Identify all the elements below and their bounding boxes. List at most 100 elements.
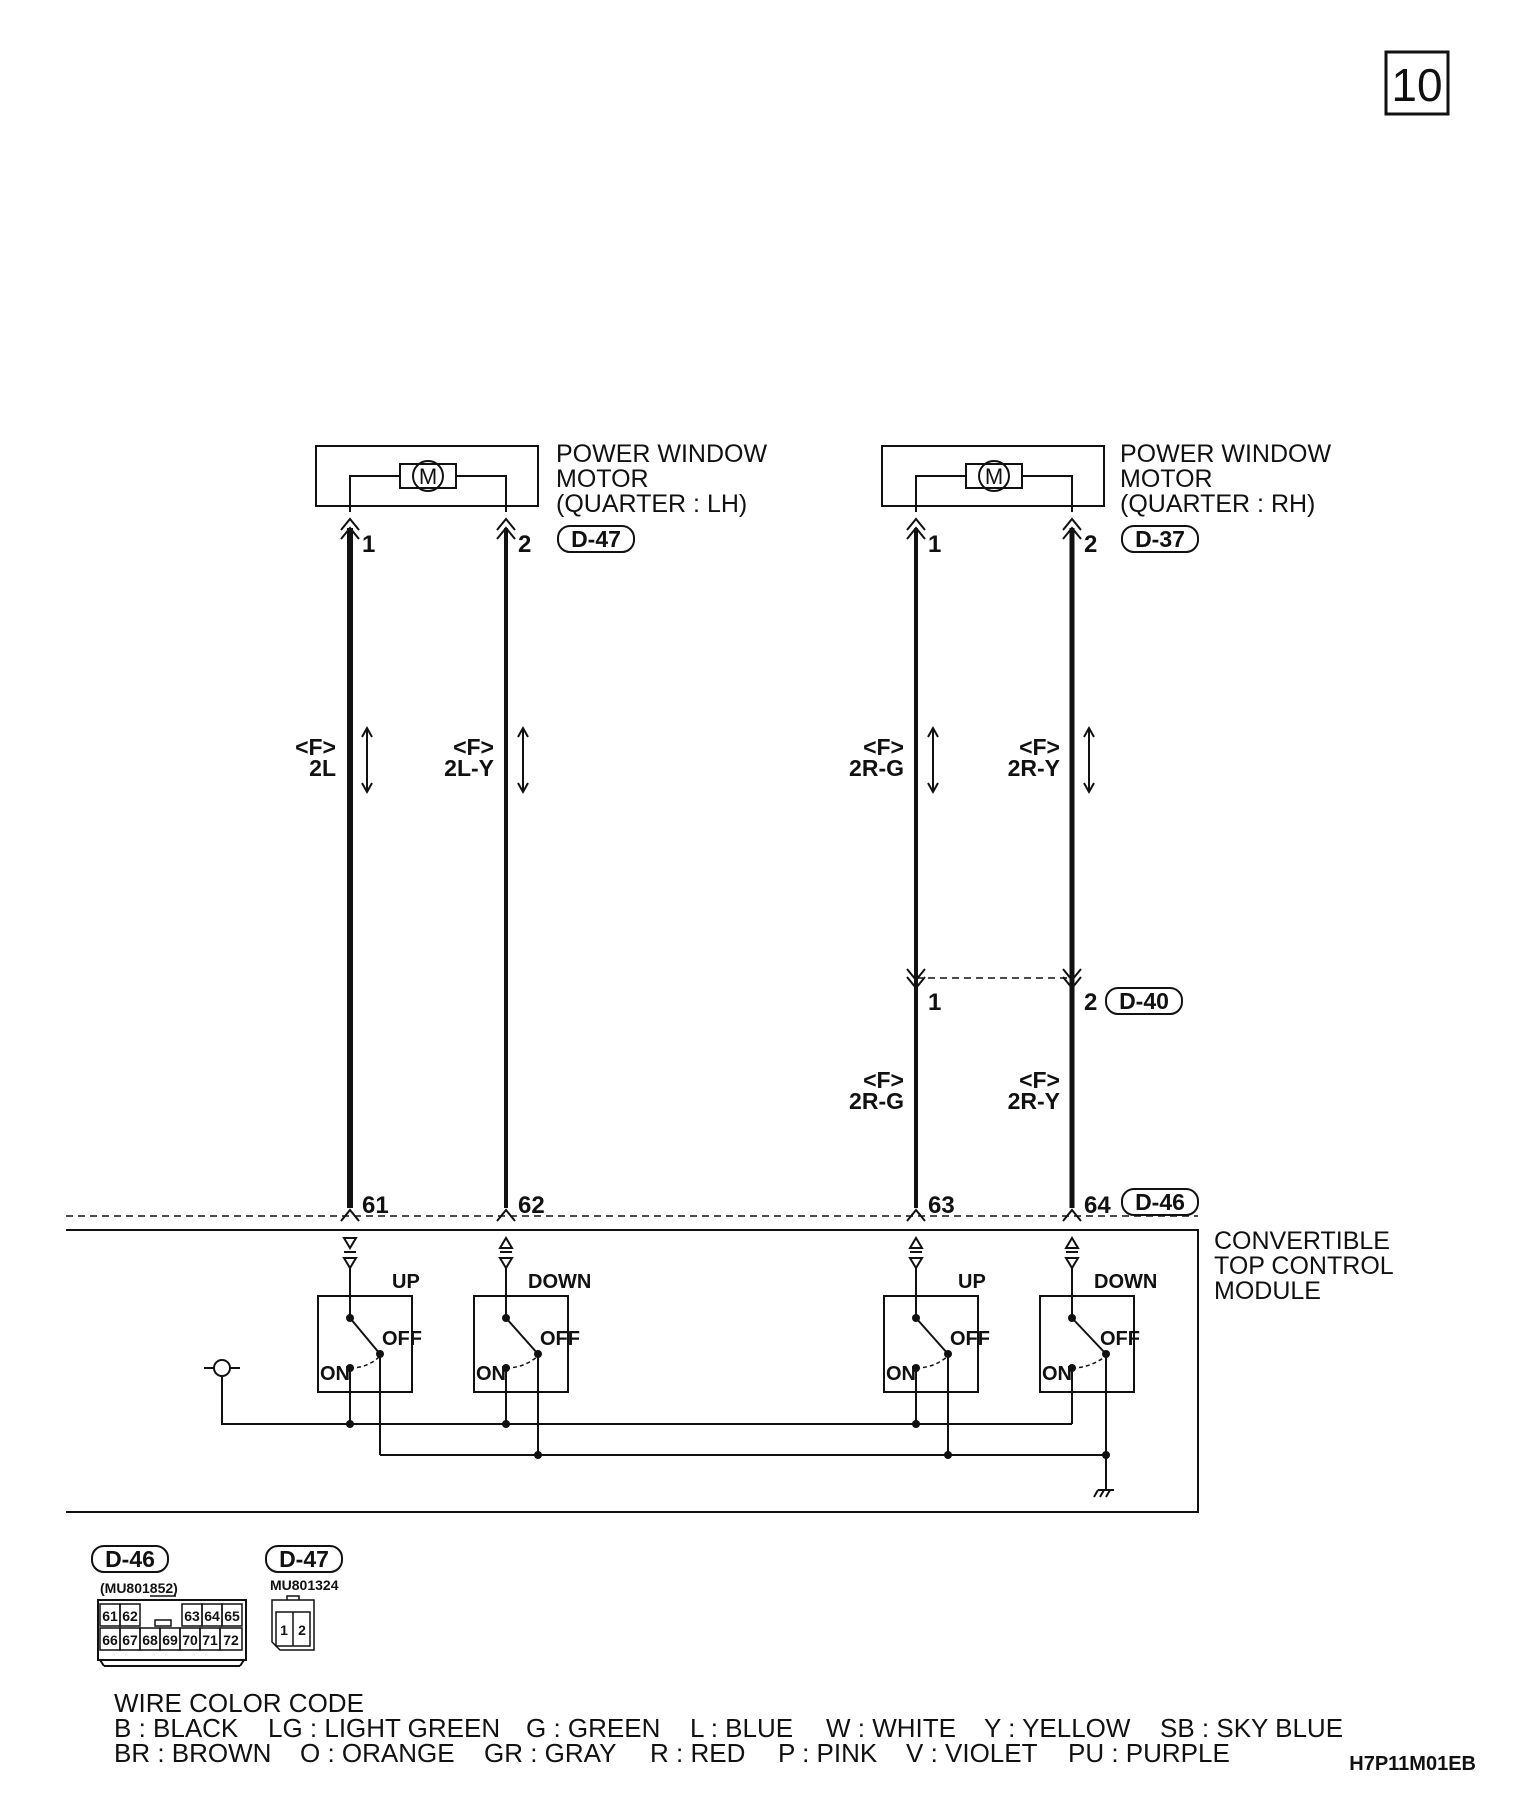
wire-lh-2-harness-arrow xyxy=(517,725,529,795)
motor-rh-connector: D-37 xyxy=(1135,526,1185,552)
switch-rh-down-on: ON xyxy=(1042,1363,1072,1385)
wire-lh-2-color: 2L-Y xyxy=(444,755,494,781)
motor-rh-box xyxy=(881,445,1105,507)
connector-view-d46-id: D-46 xyxy=(105,1546,155,1572)
wire-rh-2-mid-pin: 2 xyxy=(1084,989,1097,1016)
motor-rh: M POWER WINDOW MOTOR (QUARTER : RH) D-37 xyxy=(881,440,1331,553)
diagram-id: H7P11M01EB xyxy=(1349,1753,1476,1775)
legend-b: B : BLACK xyxy=(114,1713,239,1743)
motor-rh-name-1: POWER WINDOW xyxy=(1120,440,1331,468)
wire-rh-1-harness-lower: <F> xyxy=(863,1067,904,1093)
legend-pu: PU : PURPLE xyxy=(1068,1738,1230,1768)
motor-lh-symbol: M xyxy=(419,464,437,489)
switch-rh-up-off: OFF xyxy=(950,1328,990,1350)
module-name-3: MODULE xyxy=(1214,1277,1321,1305)
legend-title: WIRE COLOR CODE xyxy=(114,1688,364,1718)
legend-l: L : BLUE xyxy=(690,1713,793,1743)
connector-view-d46: D-46 (MU801852) 61 62 63 64 65 66 67 68 … xyxy=(91,1545,247,1667)
wire-rh-1-color: 2R-G xyxy=(849,755,904,781)
connector-view-d47-part: MU801324 xyxy=(270,1577,339,1593)
switch-lh-up: UP OFF ON xyxy=(317,1237,422,1455)
wire-rh-2-harness: <F> xyxy=(1019,734,1060,760)
switch-lh-down-on: ON xyxy=(476,1363,506,1385)
legend-o: O : ORANGE xyxy=(300,1738,455,1768)
switch-rh-up-on: ON xyxy=(886,1363,916,1385)
wire-lh-1-harness-arrow xyxy=(361,725,373,795)
wire-rh-1-color-lower: 2R-G xyxy=(849,1088,904,1114)
legend-p: P : PINK xyxy=(778,1738,878,1768)
wire-rh-2-pin-bottom: 64 xyxy=(1084,1192,1111,1219)
switch-lh-up-on: ON xyxy=(320,1363,350,1385)
page-number-box: 10 xyxy=(1384,50,1450,116)
motor-lh-name-2: MOTOR xyxy=(556,465,649,493)
legend-y: Y : YELLOW xyxy=(984,1713,1131,1743)
d46-pin-67: 67 xyxy=(122,1632,138,1648)
d46-pin-61: 61 xyxy=(102,1608,118,1624)
wire-rh-1-harness-arrow xyxy=(927,725,939,795)
d46-pin-70: 70 xyxy=(182,1632,198,1648)
d46-pin-65: 65 xyxy=(224,1608,240,1624)
wire-rh-2: 2 <F> 2R-Y 2 <F> 2R-Y 64 xyxy=(1008,517,1111,1222)
wire-lh-1-color: 2L xyxy=(309,755,336,781)
d46-pin-71: 71 xyxy=(202,1632,218,1648)
wire-rh-1-mid-pin: 1 xyxy=(928,989,941,1016)
intermediate-connector: D-40 xyxy=(916,977,1183,1015)
connector-view-d47: D-47 MU801324 1 2 xyxy=(265,1545,343,1651)
ground-icon xyxy=(1093,1489,1114,1498)
intermediate-connector-label: D-40 xyxy=(1119,988,1169,1014)
switch-lh-up-function: UP xyxy=(392,1271,420,1293)
switch-rh-down-function: DOWN xyxy=(1094,1271,1157,1293)
switch-rh-down-off: OFF xyxy=(1100,1328,1140,1350)
motor-lh-name-3: (QUARTER : LH) xyxy=(556,490,747,518)
wire-rh-1-pin-top: 1 xyxy=(928,531,941,558)
module-connector-label: D-46 xyxy=(1135,1189,1185,1215)
switch-lh-down-function: DOWN xyxy=(528,1271,591,1293)
wire-rh-2-harness-lower: <F> xyxy=(1019,1067,1060,1093)
switch-lh-down: DOWN OFF ON xyxy=(473,1236,591,1455)
legend-v: V : VIOLET xyxy=(906,1738,1038,1768)
wire-lh-2-harness: <F> xyxy=(453,734,494,760)
motor-rh-name-3: (QUARTER : RH) xyxy=(1120,490,1315,518)
wire-color-legend: WIRE COLOR CODE B : BLACK LG : LIGHT GRE… xyxy=(114,1688,1343,1768)
legend-sb: SB : SKY BLUE xyxy=(1160,1713,1343,1743)
wire-lh-2-pin-bottom: 62 xyxy=(518,1192,545,1219)
module-name-2: TOP CONTROL xyxy=(1214,1252,1394,1280)
switch-rh-up: UP OFF ON xyxy=(883,1236,990,1455)
page-number: 10 xyxy=(1391,59,1442,111)
wire-rh-1-harness: <F> xyxy=(863,734,904,760)
d46-pin-64: 64 xyxy=(204,1608,220,1624)
connector-view-d46-part: (MU801852) xyxy=(100,1580,178,1596)
connector-view-d47-id: D-47 xyxy=(279,1546,329,1572)
wire-rh-2-harness-arrow xyxy=(1083,725,1095,795)
d46-pin-72: 72 xyxy=(223,1632,239,1648)
motor-lh-box xyxy=(315,445,539,507)
wire-rh-2-color: 2R-Y xyxy=(1008,755,1060,781)
switch-lh-down-off: OFF xyxy=(540,1328,580,1350)
wire-lh-1: 1 <F> 2L 61 xyxy=(295,517,389,1222)
d47-pin-1: 1 xyxy=(280,1622,288,1638)
motor-lh: M POWER WINDOW MOTOR (QUARTER : LH) D-47 xyxy=(315,440,767,553)
switch-lh-up-off: OFF xyxy=(382,1328,422,1350)
wire-lh-1-pin-bottom: 61 xyxy=(362,1192,389,1219)
legend-br: BR : BROWN xyxy=(114,1738,271,1768)
convertible-top-control-module: CONVERTIBLE TOP CONTROL MODULE xyxy=(66,1215,1394,1513)
motor-rh-symbol: M xyxy=(985,464,1003,489)
d46-pin-63: 63 xyxy=(184,1608,200,1624)
legend-g: G : GREEN xyxy=(526,1713,660,1743)
wire-lh-1-harness: <F> xyxy=(295,734,336,760)
module-name-1: CONVERTIBLE xyxy=(1214,1227,1390,1255)
wire-rh-2-color-lower: 2R-Y xyxy=(1008,1088,1060,1114)
wire-lh-1-pin-top: 1 xyxy=(362,531,375,558)
legend-w: W : WHITE xyxy=(826,1713,956,1743)
motor-lh-connector: D-47 xyxy=(571,526,621,552)
legend-r: R : RED xyxy=(650,1738,745,1768)
motor-rh-name-2: MOTOR xyxy=(1120,465,1213,493)
d46-pin-68: 68 xyxy=(142,1632,158,1648)
switch-rh-up-function: UP xyxy=(958,1271,986,1293)
wire-lh-2-pin-top: 2 xyxy=(518,531,531,558)
motor-lh-name-1: POWER WINDOW xyxy=(556,440,767,468)
d46-pin-66: 66 xyxy=(102,1632,118,1648)
wire-lh-2: 2 <F> 2L-Y 62 xyxy=(444,517,545,1222)
module-connector: D-46 xyxy=(1121,1188,1199,1216)
